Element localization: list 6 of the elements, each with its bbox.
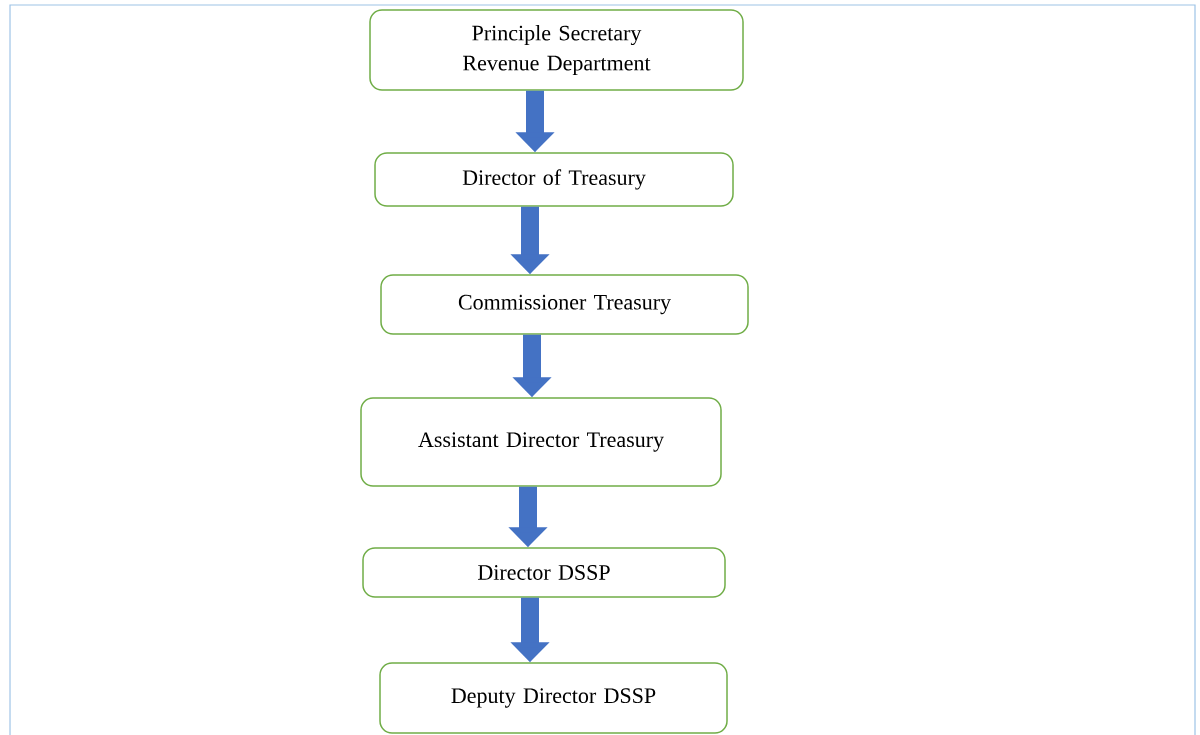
process-box: Director DSSP	[362, 547, 726, 598]
process-box: Deputy Director DSSP	[379, 662, 728, 734]
process-box: Principle Secretary Revenue Department	[369, 9, 744, 91]
process-box: Commissioner Treasury	[380, 274, 749, 335]
process-box: Director of Treasury	[374, 152, 734, 207]
process-box: Assistant Director Treasury	[360, 397, 722, 487]
